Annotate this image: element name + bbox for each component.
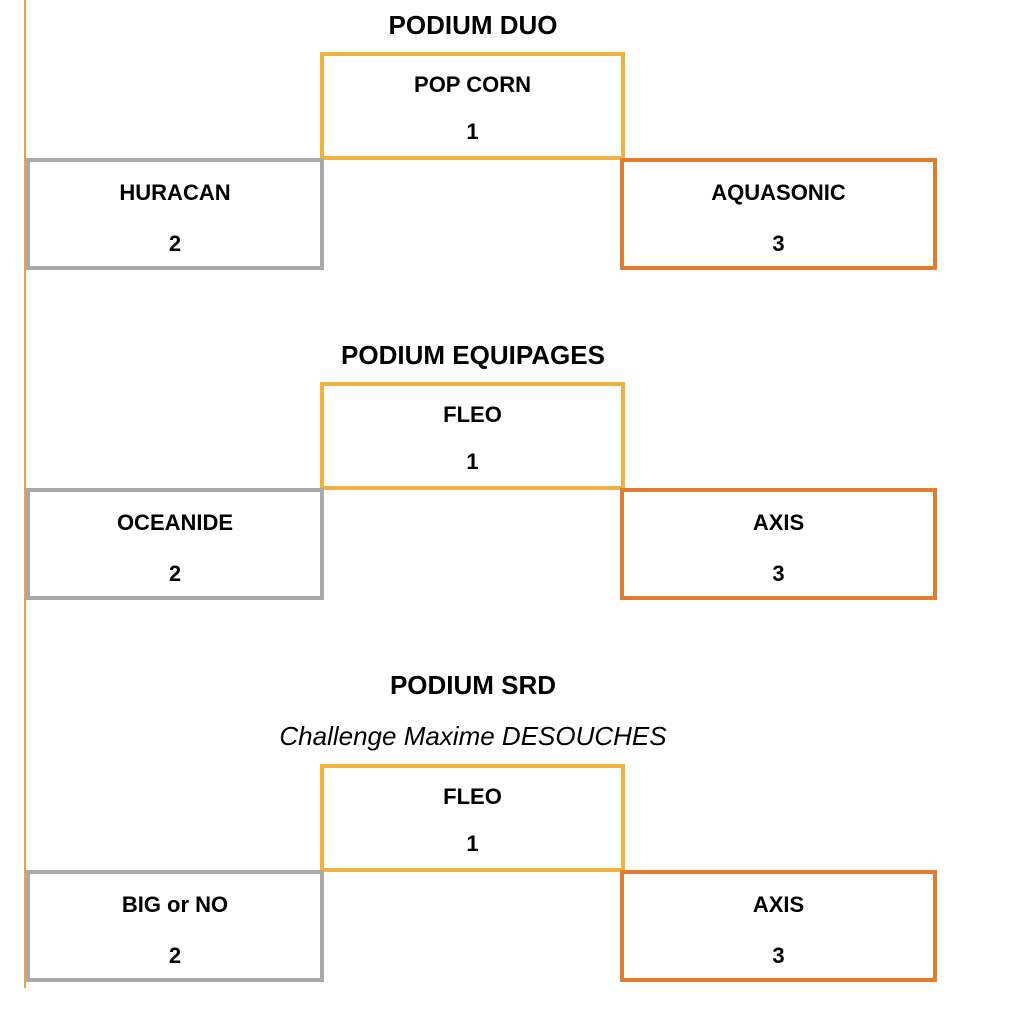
second-place-name: OCEANIDE	[116, 510, 234, 535]
first-place-box: FLEO 1	[320, 764, 625, 872]
third-place-rank: 3	[772, 231, 785, 256]
third-place-name: AQUASONIC	[711, 180, 846, 205]
podium-title: PODIUM EQUIPAGES	[341, 340, 605, 370]
second-place-box: HURACAN 2	[26, 158, 324, 270]
first-place-rank: 1	[466, 831, 479, 856]
first-place-name: FLEO	[443, 784, 502, 809]
podium-title: PODIUM SRD	[389, 670, 557, 700]
third-place-box: AQUASONIC 3	[620, 158, 937, 270]
first-place-rank: 1	[466, 119, 479, 144]
second-place-rank: 2	[168, 943, 182, 968]
podium-title: PODIUM DUO	[388, 10, 558, 40]
left-vertical-rule	[24, 0, 26, 988]
second-place-box: BIG or NO 2	[26, 870, 324, 982]
first-place-rank: 1	[466, 449, 479, 474]
third-place-box: AXIS 3	[620, 488, 937, 600]
second-place-name: HURACAN	[119, 180, 231, 205]
third-place-rank: 3	[772, 943, 785, 968]
podium-subtitle: Challenge Maxime DESOUCHES	[279, 721, 667, 751]
third-place-name: AXIS	[752, 510, 805, 535]
first-place-name: FLEO	[443, 402, 502, 427]
second-place-rank: 2	[168, 561, 182, 586]
second-place-name: BIG or NO	[121, 892, 229, 917]
first-place-name: POP CORN	[414, 72, 531, 97]
third-place-name: AXIS	[752, 892, 805, 917]
second-place-box: OCEANIDE 2	[26, 488, 324, 600]
first-place-box: POP CORN 1	[320, 52, 625, 160]
first-place-box: FLEO 1	[320, 382, 625, 490]
third-place-box: AXIS 3	[620, 870, 937, 982]
second-place-rank: 2	[168, 231, 182, 256]
third-place-rank: 3	[772, 561, 785, 586]
